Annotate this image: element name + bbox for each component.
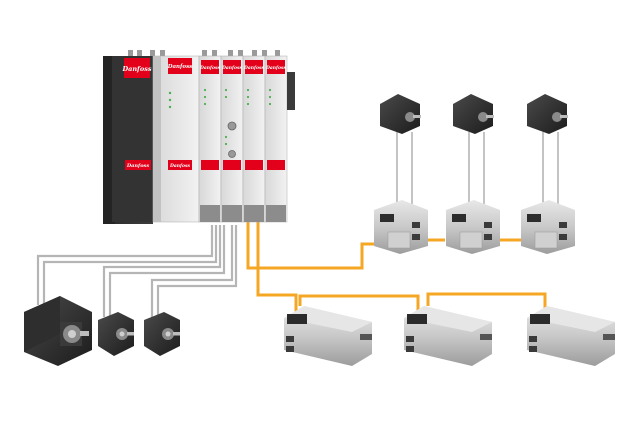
orange-bus-cables	[246, 218, 547, 320]
grey-motor-cables	[36, 225, 238, 317]
grey-stepper-cables	[396, 132, 559, 210]
brand-logo-text: Danfoss	[121, 65, 151, 73]
brand-logo-text-small: Danfoss	[126, 163, 150, 169]
medium-servo-motor-1	[98, 312, 134, 356]
drive-module-2: Danfoss	[198, 55, 222, 223]
brand-logo-text: Danfoss	[243, 65, 265, 71]
brand-logo-text: Danfoss	[199, 65, 221, 71]
large-servo-motor	[24, 296, 92, 366]
brand-logo-text: Danfoss	[265, 65, 287, 71]
integrated-servo-3	[527, 306, 615, 366]
top-connectors	[128, 50, 280, 56]
brand-logo-text-small: Danfoss	[169, 163, 191, 169]
stepper-motor-3	[527, 94, 568, 134]
integrated-servo-1	[284, 306, 372, 366]
stepper-drive-3	[521, 200, 575, 254]
side-connector-block	[287, 72, 295, 110]
drive-module-4: Danfoss	[242, 55, 266, 223]
integrated-servo-2	[404, 306, 492, 366]
drive-rack: Danfoss Danfoss Danfoss Danfoss Danfoss	[103, 50, 295, 224]
drive-module-1: Danfoss Danfoss	[152, 55, 200, 223]
brand-logo-text: Danfoss	[221, 65, 243, 71]
medium-servo-motor-2	[144, 312, 180, 356]
stepper-motor-2	[453, 94, 494, 134]
brand-logo-badge	[124, 58, 150, 78]
round-connector	[227, 121, 237, 131]
stepper-motor-1	[380, 94, 421, 134]
drive-module-5: Danfoss	[264, 55, 288, 223]
drive-module-3: Danfoss	[220, 55, 244, 223]
brand-logo-text: Danfoss	[167, 64, 193, 70]
stepper-drive-1	[374, 200, 428, 254]
stepper-drive-2	[446, 200, 500, 254]
